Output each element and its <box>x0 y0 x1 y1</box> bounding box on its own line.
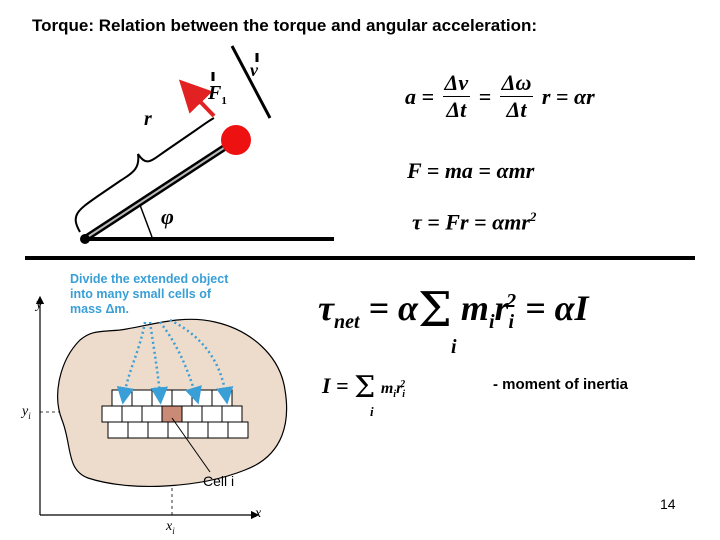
x-tick-label: xi <box>166 519 175 536</box>
label-v: v <box>250 60 258 80</box>
equation-inertia: I = Σ miri2 <box>322 370 406 405</box>
y-axis-label: y <box>36 297 43 312</box>
cell-pointer <box>171 417 211 473</box>
division-note: Divide the extended object into many sma… <box>70 272 229 316</box>
slide-title: Torque: Relation between the torque and … <box>32 16 538 35</box>
cell-label: Cell i <box>203 473 235 489</box>
equation-net-torque: τnet = αΣ miri2 = αI <box>318 282 589 338</box>
pivot-point <box>80 234 90 244</box>
velocity-line <box>230 45 272 119</box>
division-arrows <box>116 318 234 405</box>
label-r: r <box>144 108 152 130</box>
sum-index-net: i <box>451 336 457 358</box>
page-number: 14 <box>660 496 676 512</box>
equation-torque: τ = Fr = αmr2 <box>412 209 537 235</box>
moment-of-inertia-caption: - moment of inertia <box>493 376 629 393</box>
label-F: F1 <box>208 82 227 107</box>
x-axis-label: x <box>255 506 262 521</box>
sum-index-inertia: i <box>370 404 374 419</box>
equation-force: F = ma = αmr <box>407 158 535 183</box>
angle-arc <box>139 204 153 238</box>
label-phi: φ <box>161 204 174 229</box>
equation-acceleration: a = Δv Δt = Δω Δt r = αr <box>405 70 595 122</box>
radius-brace <box>74 117 215 233</box>
mass-ball <box>221 125 251 155</box>
y-tick-label: yi <box>22 404 31 421</box>
cell-grid <box>101 389 249 439</box>
force-arrow <box>178 79 216 118</box>
